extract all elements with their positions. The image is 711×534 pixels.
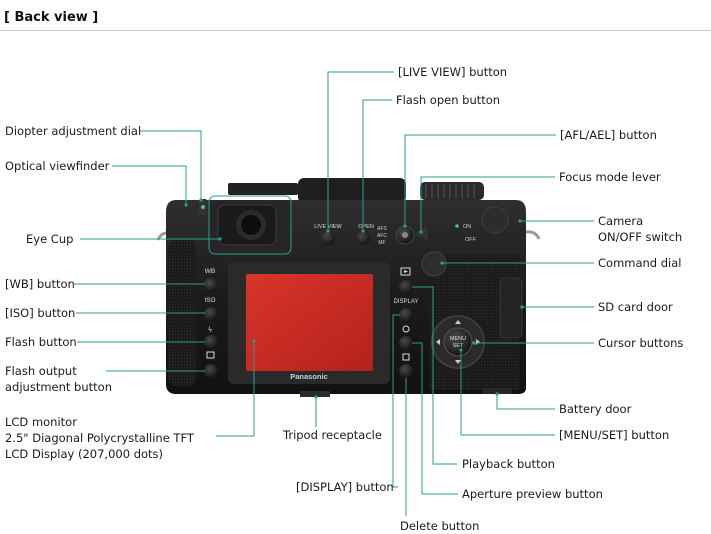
label-delete-button: Delete button (400, 519, 480, 533)
tripod-receptacle (300, 391, 330, 397)
label-aperture-preview: Aperture preview button (462, 487, 603, 501)
flash-open-button (356, 231, 370, 245)
on-text: ON (463, 224, 471, 230)
hot-shoe (228, 183, 298, 195)
iso-text: ISO (204, 297, 215, 304)
live-view-button (321, 231, 335, 245)
label-iso-button: [ISO] button (5, 306, 76, 320)
label-command-dial: Command dial (598, 256, 682, 270)
header-divider (0, 30, 711, 31)
lcd-screen (246, 274, 373, 371)
delete-symbol (402, 353, 410, 361)
display-text: DISPLAY (394, 299, 419, 305)
iso-button (204, 307, 218, 321)
set-text: SET (453, 343, 464, 349)
label-live-view: [LIVE VIEW] button (398, 65, 508, 79)
label-optical-viewfinder: Optical viewfinder (5, 159, 110, 173)
open-text: OPEN (358, 224, 374, 230)
flash-output-symbol (206, 351, 215, 359)
menu-text: MENU (450, 336, 466, 342)
label-eye-cup: Eye Cup (26, 232, 74, 246)
brand-text: Panasonic (290, 372, 328, 381)
label-battery-door: Battery door (559, 402, 632, 416)
label-tripod: Tripod receptacle (283, 428, 382, 442)
eye-cup-highlight (208, 195, 292, 255)
label-flash-output: Flash output adjustment button (5, 364, 112, 394)
afs-text: AFS (377, 226, 387, 232)
playback-symbol (400, 267, 411, 276)
label-sd-card-door: SD card door (598, 300, 673, 314)
label-menu-set: [MENU/SET] button (559, 428, 670, 442)
label-diopter: Diopter adjustment dial (5, 124, 142, 138)
wb-text: WB (205, 268, 215, 275)
label-cursor-buttons: Cursor buttons (598, 336, 684, 350)
label-playback: Playback button (462, 457, 555, 471)
label-display-button: [DISPLAY] button (296, 480, 394, 494)
battery-door (482, 388, 512, 394)
flash-button (204, 335, 218, 349)
page-title: [ Back view ] (4, 10, 99, 25)
label-lcd-monitor: LCD monitor 2.5" Diagonal Polycrystallin… (5, 415, 194, 461)
playback-button (399, 280, 413, 294)
afc-text: AFC (377, 233, 387, 239)
flash-symbol: ϟ (208, 326, 213, 334)
label-flash-button: Flash button (5, 335, 77, 349)
delete-button (399, 364, 413, 378)
display-button (399, 308, 413, 322)
label-wb-button: [WB] button (5, 277, 75, 291)
command-dial (421, 251, 447, 277)
label-flash-open: Flash open button (396, 93, 501, 107)
label-camera-onoff: Camera ON/OFF switch (598, 214, 683, 244)
menu-set-button (443, 327, 473, 357)
aperture-preview-button (399, 336, 413, 350)
eyepiece-lens (241, 215, 261, 235)
label-afl-ael: [AFL/AEL] button (560, 128, 657, 142)
sd-card-door (499, 277, 523, 339)
label-focus-mode: Focus mode lever (559, 170, 661, 184)
off-text: OFF (465, 237, 477, 243)
mf-text: MF (378, 240, 385, 246)
flash-output-button (204, 364, 218, 378)
wb-button (204, 278, 218, 292)
leader-lines (74, 71, 594, 516)
aperture-symbol (402, 325, 410, 333)
flash-housing (298, 178, 406, 203)
onoff-switch (481, 206, 509, 234)
leader-dots (184, 198, 524, 399)
